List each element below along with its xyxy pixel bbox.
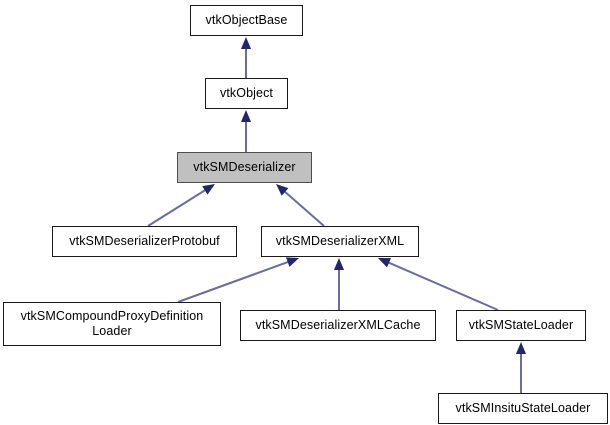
class-node-vtkobject[interactable]: vtkObject: [205, 78, 288, 109]
inheritance-edge: [147, 187, 208, 227]
inheritance-arrowhead-icon: [240, 110, 252, 122]
class-node-label: vtkSMCompoundProxyDefinition Loader: [20, 309, 204, 338]
inheritance-arrowhead-icon: [276, 184, 289, 196]
class-node-vtkobjectbase[interactable]: vtkObjectBase: [190, 5, 303, 36]
class-node-label: vtkObjectBase: [205, 13, 288, 27]
inheritance-arrowhead-icon: [286, 257, 299, 267]
class-node-vtksmstateloader[interactable]: vtkSMStateLoader: [456, 310, 586, 341]
inheritance-edge: [177, 260, 291, 303]
class-node-label: vtkSMStateLoader: [468, 318, 574, 332]
class-node-vtksmdeserializer[interactable]: vtkSMDeserializer: [177, 152, 312, 183]
inheritance-arrowhead-icon: [240, 37, 252, 49]
inheritance-arrowhead-icon: [202, 184, 215, 195]
inheritance-arrowhead-icon: [333, 258, 345, 270]
inheritance-edge: [282, 189, 325, 227]
class-node-label: vtkSMDeserializerXMLCache: [255, 318, 421, 332]
class-node-label: vtkSMDeserializer: [193, 160, 296, 174]
class-node-vtksmdeserializerxml[interactable]: vtkSMDeserializerXML: [261, 226, 419, 257]
class-node-vtksmdeserializerxmlcache[interactable]: vtkSMDeserializerXMLCache: [240, 310, 436, 341]
class-node-vtksmdeserializerprotobuf[interactable]: vtkSMDeserializerProtobuf: [52, 226, 237, 257]
class-node-label: vtkSMInsituStateLoader: [455, 401, 591, 415]
inheritance-arrowhead-icon: [515, 342, 527, 354]
class-node-vtksminsitustateloader[interactable]: vtkSMInsituStateLoader: [438, 393, 608, 424]
class-node-label: vtkSMDeserializerXML: [275, 234, 405, 248]
class-node-label: vtkSMDeserializerProtobuf: [69, 234, 220, 248]
inheritance-arrowhead-icon: [378, 258, 391, 268]
class-node-label: vtkObject: [220, 86, 273, 100]
inheritance-edge: [385, 260, 499, 311]
class-node-vtksmcompoundproxydefinitionloader[interactable]: vtkSMCompoundProxyDefinition Loader: [3, 302, 221, 346]
